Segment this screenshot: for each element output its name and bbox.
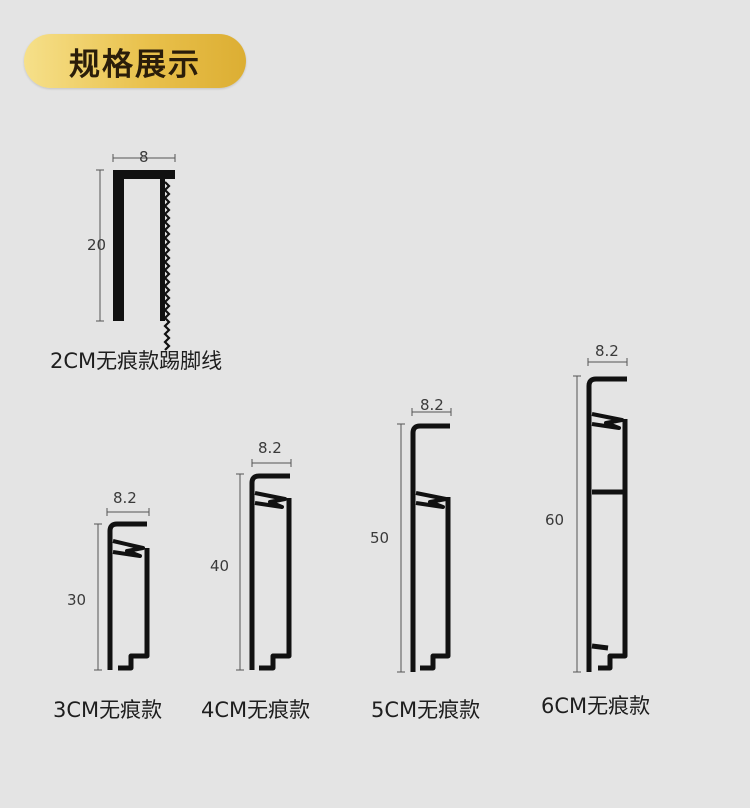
profile-3cm: 30 8.2 — [67, 489, 150, 671]
profile-6cm-shape — [586, 376, 628, 672]
profile-6cm-height-dim: 60 — [545, 511, 564, 529]
profile-2cm-height-dim: 20 — [87, 236, 106, 254]
profile-3cm-width-dim: 8.2 — [113, 489, 137, 507]
profile-4cm-width-dim: 8.2 — [258, 439, 282, 457]
profile-3cm-height-dim: 30 — [67, 591, 86, 609]
profile-5cm-height-dim: 50 — [370, 529, 389, 547]
profile-4cm-height-dim: 40 — [210, 557, 229, 575]
profile-5cm-width-dim: 8.2 — [420, 396, 444, 414]
profile-2cm: 20 8 — [87, 148, 176, 351]
profile-6cm-label: 6CM无痕款 — [541, 694, 651, 718]
profile-2cm-label: 2CM无痕款踢脚线 — [50, 349, 223, 373]
profile-5cm-shape — [410, 423, 451, 672]
section-title: 规格展示 — [69, 46, 201, 83]
profile-4cm: 40 8.2 — [210, 439, 292, 671]
profile-5cm-label: 5CM无痕款 — [371, 698, 481, 722]
profile-3cm-shape — [107, 521, 150, 671]
profile-2cm-width-dim: 8 — [139, 148, 149, 166]
profile-5cm: 50 8.2 — [370, 396, 452, 673]
section-title-badge: 规格展示 — [24, 34, 246, 88]
profile-2cm-shape — [113, 170, 175, 351]
profile-4cm-label: 4CM无痕款 — [201, 698, 311, 722]
profile-6cm: 60 8.2 — [545, 342, 628, 673]
profile-3cm-label: 3CM无痕款 — [53, 698, 163, 722]
profile-4cm-shape — [249, 473, 292, 671]
profile-6cm-width-dim: 8.2 — [595, 342, 619, 360]
